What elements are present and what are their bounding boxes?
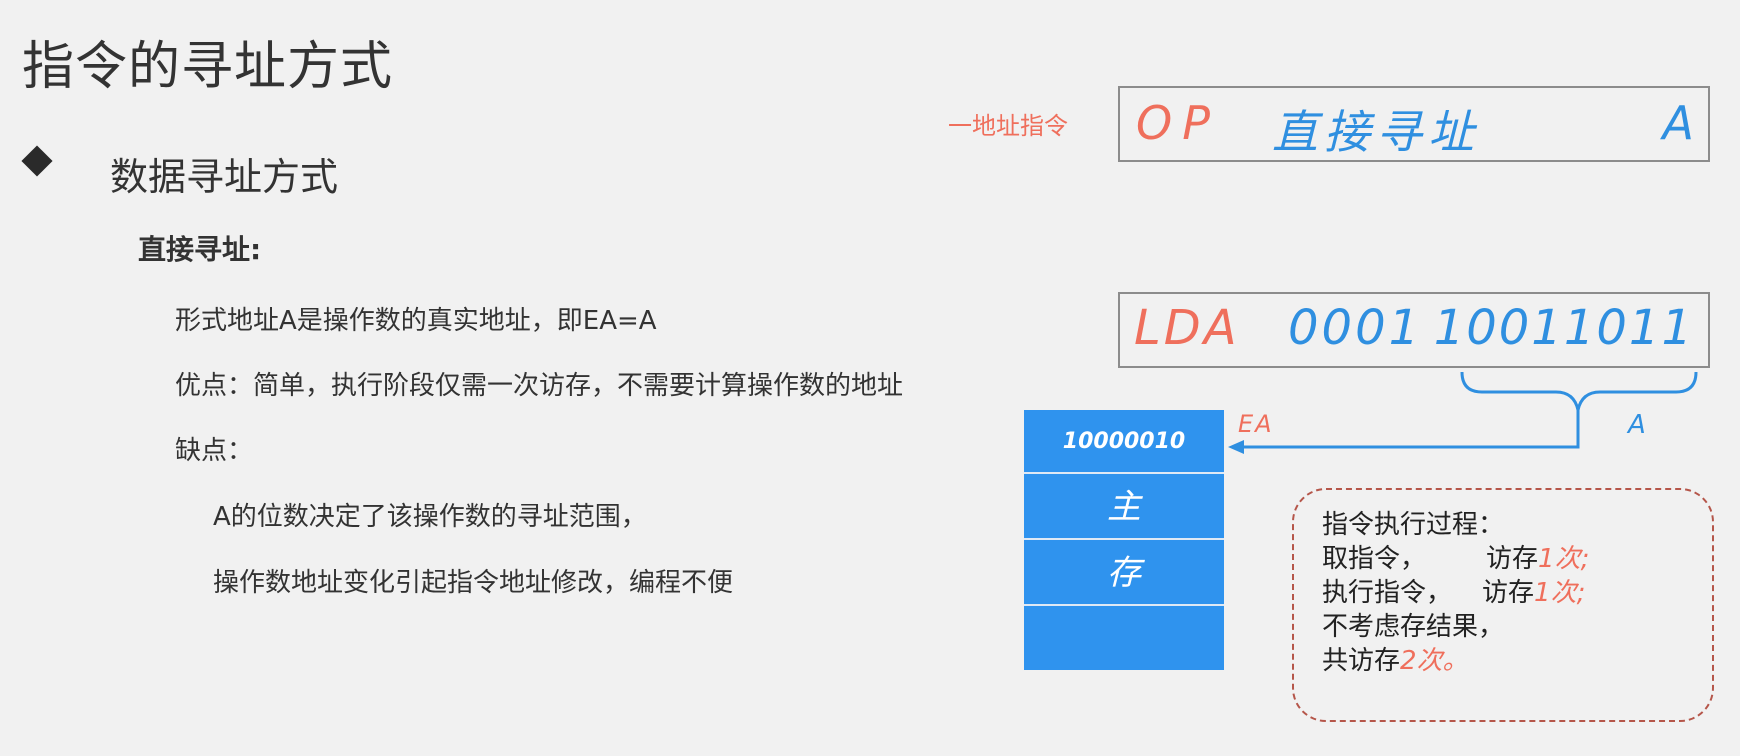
section-heading: 数据寻址方式 [110, 155, 339, 199]
process-exec-label: 执行指令， [1322, 578, 1453, 608]
process-fetch-line: 取指令， 访存1次; [1322, 542, 1712, 576]
memory-cell-label-1: 主 [1024, 474, 1224, 540]
ea-label: EA [1238, 410, 1274, 438]
address-brace [1460, 371, 1698, 411]
instruction-op-field: OP [1136, 96, 1220, 150]
instruction-format-box: OP 直接寻址 A [1118, 86, 1710, 162]
instruction-mode-field: 直接寻址 [1272, 105, 1480, 159]
instruction-format-label: 一地址指令 [948, 112, 1068, 140]
process-total-line: 共访存2次。 [1322, 644, 1712, 678]
process-fetch-count: 1次; [1538, 544, 1590, 574]
process-total-prefix: 共访存 [1322, 646, 1401, 676]
example-op-field: LDA [1134, 300, 1240, 356]
instruction-address-field: A [1662, 96, 1694, 150]
process-total-count: 2次。 [1400, 646, 1469, 676]
execution-process-callout: 指令执行过程： 取指令，访存1次; 执行指令，访存1次; 不考虑存结果， 共访存… [1292, 488, 1714, 722]
body-line-disadvantage-2: 操作数地址变化引起指令地址修改，编程不便 [213, 568, 734, 598]
page-title: 指令的寻址方式 [22, 37, 394, 97]
memory-cell-label-2: 存 [1024, 540, 1224, 606]
process-exec-count: 1次; [1534, 578, 1586, 608]
body-line-disadvantage: 缺点： [175, 436, 254, 466]
main-memory: 10000010 主 存 [1024, 410, 1224, 670]
process-fetch-label: 取指令， [1322, 544, 1427, 574]
process-title: 指令执行过程： [1322, 510, 1505, 540]
example-instruction-box: LDA 0001 10011011 [1118, 292, 1710, 368]
memory-cell-empty [1024, 606, 1224, 670]
body-line-definition: 形式地址A是操作数的真实地址，即EA=A [175, 306, 657, 336]
body-line-disadvantage-1: A的位数决定了该操作数的寻址范围， [213, 502, 647, 532]
process-exec-line: 执行指令， 访存1次; [1322, 576, 1712, 610]
body-line-advantage: 优点：简单，执行阶段仅需一次访存，不需要计算操作数的地址 [175, 371, 904, 401]
sub-heading: 直接寻址: [138, 233, 262, 266]
ea-arrow-head [1228, 440, 1244, 454]
process-exec-access: 访存 [1482, 578, 1535, 608]
process-note: 不考虑存结果， [1322, 612, 1505, 642]
a-label: A [1628, 410, 1646, 440]
process-fetch-access: 访存 [1486, 544, 1539, 574]
example-mode-field: 0001 [1288, 300, 1423, 356]
memory-cell-operand: 10000010 [1024, 410, 1224, 474]
example-address-field: 10011011 [1433, 300, 1694, 356]
ea-arrow-line [1240, 410, 1580, 449]
diamond-bullet-icon [21, 145, 53, 177]
